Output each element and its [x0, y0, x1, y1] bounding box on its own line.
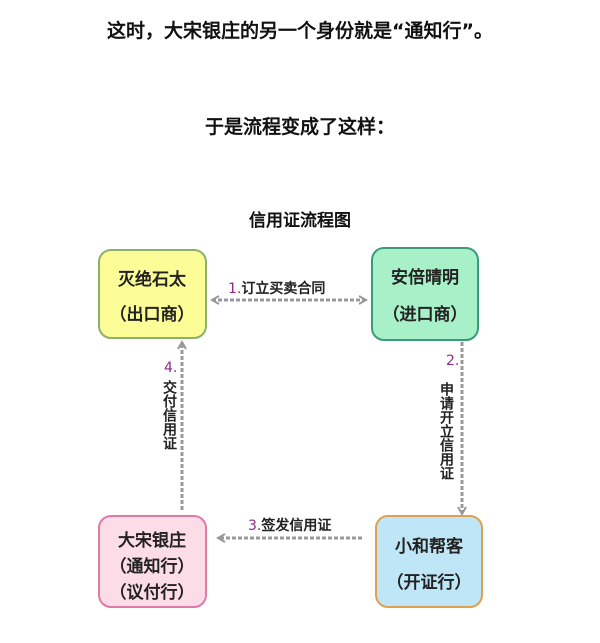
node-importer: 安倍晴明 （进口商） [371, 247, 479, 341]
node-name: 灭绝石太 [117, 269, 187, 290]
node-advising-bank: 大宋银庄 （通知行） （议付行） [98, 515, 207, 608]
node-role: （出口商） [110, 304, 195, 325]
edge-num-4: 4. [164, 360, 177, 376]
node-role: （开证行） [387, 572, 472, 593]
node-role-2: （议付行） [110, 582, 195, 603]
node-role: （进口商） [383, 304, 468, 325]
process-text: 于是流程变成了这样： [204, 116, 395, 138]
node-name: 小和帮客 [395, 536, 464, 557]
diagram-title: 信用证流程图 [249, 211, 351, 231]
node-exporter: 灭绝石太 （出口商） [98, 249, 207, 339]
edge-label-4: 交付信用证 [161, 379, 177, 450]
node-role: （通知行） [110, 556, 195, 577]
edge-num-2: 2. [446, 353, 459, 369]
node-issuing-bank: 小和帮客 （开证行） [375, 515, 483, 608]
edge-label-1: 1.订立买卖合同 [228, 280, 325, 297]
edge-label-2: 申请开立信用证 [438, 381, 454, 480]
node-name: 安倍晴明 [391, 267, 459, 288]
edge-label-3: 3.签发信用证 [248, 517, 331, 534]
node-name: 大宋银庄 [118, 530, 186, 551]
intro-text: 这时，大宋银庄的另一个身份就是“通知行”。 [107, 20, 493, 42]
